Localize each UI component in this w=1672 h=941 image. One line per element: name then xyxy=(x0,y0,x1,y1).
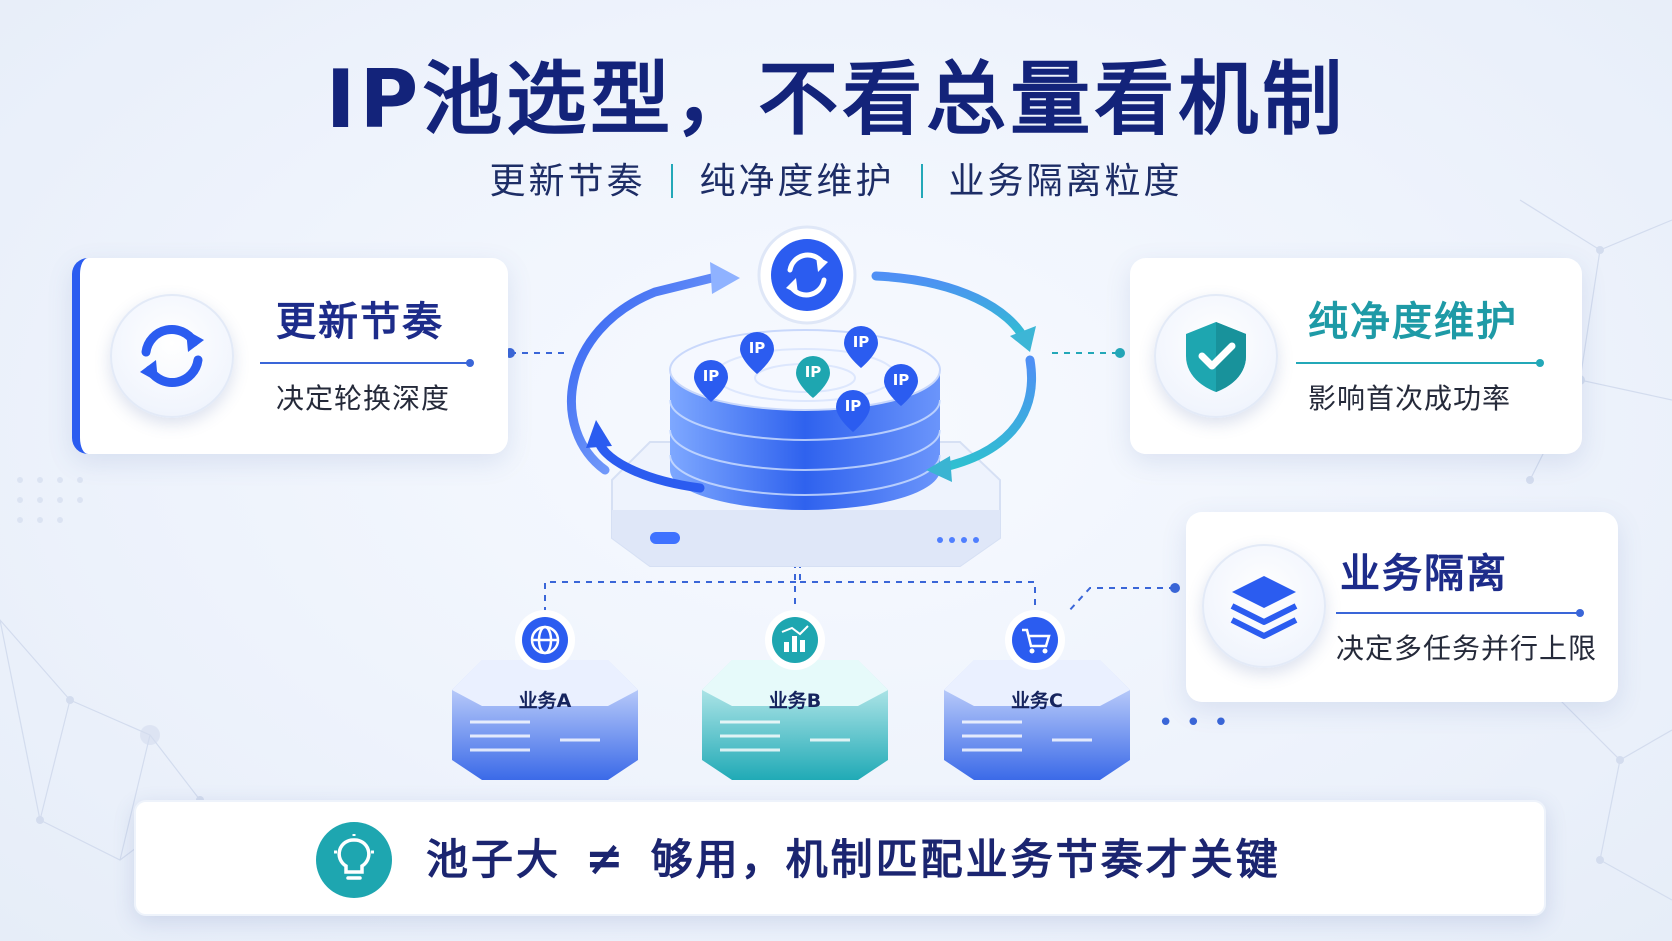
ip-pin-label: IP xyxy=(844,397,862,415)
card-divider xyxy=(1296,359,1544,367)
card-business-isolation: 业务隔离 决定多任务并行上限 xyxy=(1186,512,1618,702)
subtitle-item-isolation: 业务隔离粒度 xyxy=(948,161,1183,202)
not-equal-sign: ≠ xyxy=(585,831,627,885)
card-purity-maintenance: 纯净度维护 影响首次成功率 xyxy=(1130,258,1582,454)
server-business-c xyxy=(944,610,1130,780)
lightbulb-icon xyxy=(316,822,392,898)
ip-pin: IP xyxy=(842,324,880,370)
refresh-icon xyxy=(140,325,204,387)
card-icon-circle xyxy=(1202,544,1326,668)
shield-check-icon xyxy=(1186,322,1246,392)
card-title: 纯净度维护 xyxy=(1308,299,1518,345)
subtitle-separator xyxy=(920,164,923,198)
business-label-a: 业务A xyxy=(518,690,572,712)
card-description: 影响首次成功率 xyxy=(1308,382,1512,415)
card-divider xyxy=(1336,609,1584,617)
subtitle-item-update: 更新节奏 xyxy=(489,161,646,202)
subtitle-separator xyxy=(671,164,674,198)
ip-pin-label: IP xyxy=(852,333,870,351)
slogan-bar: 池子大 ≠ 够用，机制匹配业务节奏才关键 xyxy=(134,800,1546,916)
globe-icon xyxy=(530,625,560,655)
cart-icon xyxy=(1022,628,1051,648)
ip-pin-label: IP xyxy=(804,363,822,381)
slogan-part1: 池子大 xyxy=(426,835,562,884)
card-icon-circle xyxy=(1154,294,1278,418)
slogan-text: 池子大 ≠ 够用，机制匹配业务节奏才关键 xyxy=(426,830,1281,888)
card-divider xyxy=(260,359,474,367)
ip-pin: IP xyxy=(882,362,920,408)
server-business-b xyxy=(702,610,888,780)
page-title: IP池选型，不看总量看机制 xyxy=(325,53,1347,146)
ip-pin-label: IP xyxy=(892,371,910,389)
card-title: 更新节奏 xyxy=(276,299,444,345)
slogan-part2: 够用，机制匹配业务节奏才关键 xyxy=(650,835,1281,884)
ip-pin: IP xyxy=(794,354,832,400)
card-title: 业务隔离 xyxy=(1340,551,1508,597)
layers-icon xyxy=(1230,576,1298,639)
ip-pin: IP xyxy=(738,330,776,376)
ip-pin: IP xyxy=(692,358,730,404)
subtitle-item-purity: 纯净度维护 xyxy=(699,161,895,202)
business-label-c: 业务C xyxy=(1011,690,1063,712)
card-description: 决定轮换深度 xyxy=(276,382,451,415)
connector-isolation xyxy=(1067,587,1175,613)
more-businesses-ellipsis: • • • xyxy=(1158,708,1231,738)
ip-pin: IP xyxy=(834,388,872,434)
ip-pin-label: IP xyxy=(748,339,766,357)
server-business-a xyxy=(452,610,638,780)
business-label-b: 业务B xyxy=(768,690,822,712)
ip-pin-label: IP xyxy=(702,367,720,385)
chart-icon xyxy=(784,636,805,652)
card-update-rhythm: 更新节奏 决定轮换深度 xyxy=(72,258,508,454)
subtitle: 更新节奏 纯净度维护 业务隔离粒度 xyxy=(0,160,1672,204)
card-description: 决定多任务并行上限 xyxy=(1336,632,1598,665)
card-icon-circle xyxy=(110,294,234,418)
